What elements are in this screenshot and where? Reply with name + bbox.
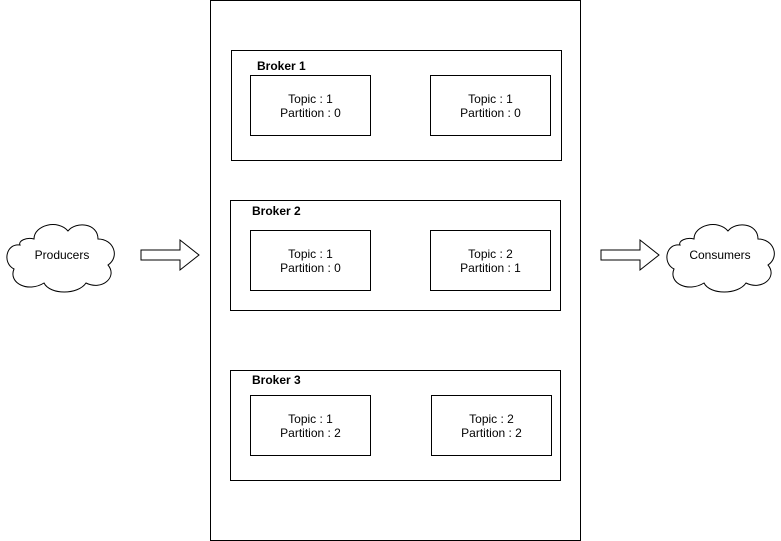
broker-3-title: Broker 3 — [252, 373, 301, 387]
topic-label: Topic : 1 — [288, 246, 333, 261]
partition-label: Partition : 2 — [461, 425, 522, 440]
broker-2-partition-1: Topic : 1 Partition : 0 — [250, 230, 371, 291]
broker-1-partition-2: Topic : 1 Partition : 0 — [430, 75, 551, 136]
topic-label: Topic : 1 — [288, 91, 333, 106]
partition-label: Partition : 0 — [280, 260, 341, 275]
broker-2-partition-2: Topic : 2 Partition : 1 — [430, 230, 551, 291]
broker-1-partition-1: Topic : 1 Partition : 0 — [250, 75, 371, 136]
broker-3-partition-1: Topic : 1 Partition : 2 — [250, 395, 371, 456]
partition-label: Partition : 2 — [280, 425, 341, 440]
topic-label: Topic : 2 — [468, 246, 513, 261]
producers-cloud-icon — [6, 224, 115, 293]
topic-label: Topic : 1 — [288, 411, 333, 426]
broker-1-title: Broker 1 — [257, 59, 306, 73]
partition-label: Partition : 1 — [460, 260, 521, 275]
right-arrow-icon — [600, 238, 660, 272]
broker-2-title: Broker 2 — [252, 204, 301, 218]
consumers-label: Consumers — [689, 248, 751, 262]
partition-label: Partition : 0 — [460, 105, 521, 120]
broker-3-partition-2: Topic : 2 Partition : 2 — [431, 395, 552, 456]
partition-label: Partition : 0 — [280, 105, 341, 120]
consumers-cloud-icon — [666, 224, 775, 293]
topic-label: Topic : 1 — [468, 91, 513, 106]
topic-label: Topic : 2 — [469, 411, 514, 426]
producers-label: Producers — [34, 248, 90, 262]
right-arrow-icon — [140, 238, 200, 272]
